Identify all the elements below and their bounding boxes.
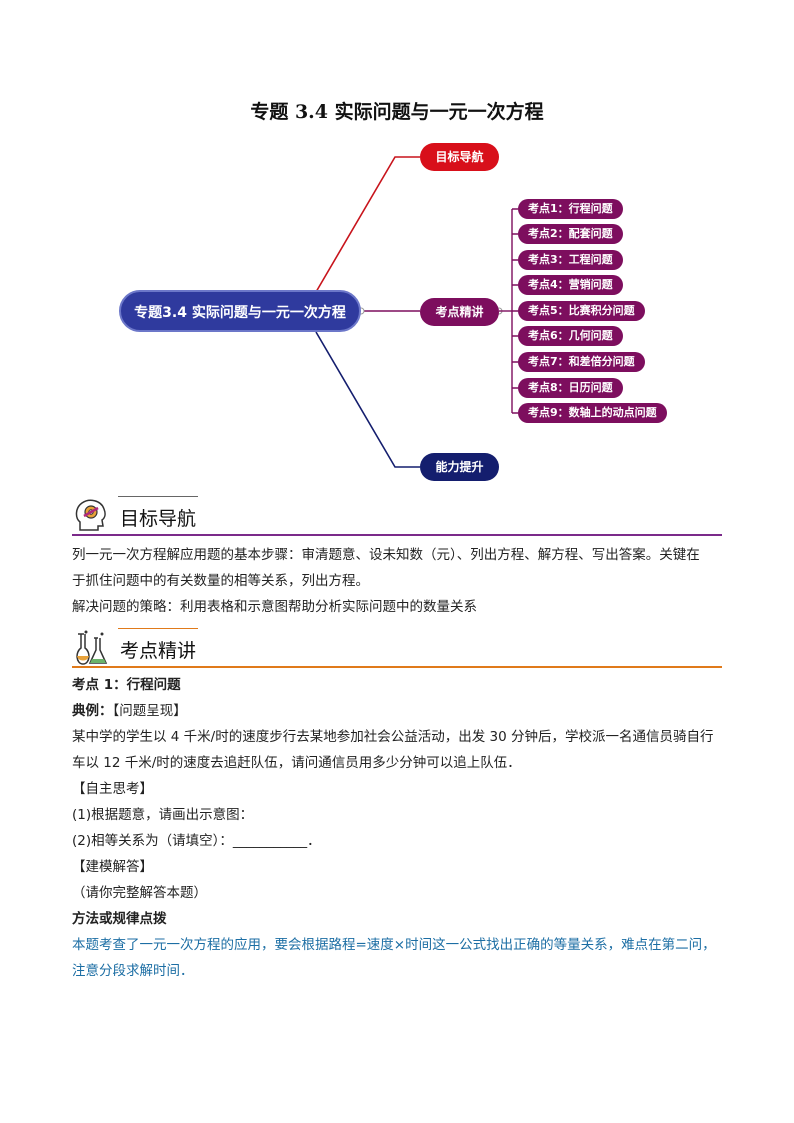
mindmap-branch-goal: 目标导航 — [420, 143, 499, 171]
model-note: （请你完整解答本题） — [72, 885, 207, 901]
mindmap-leaf: 考点1：行程问题 — [518, 199, 623, 219]
section-goal-header: 目标导航 — [72, 496, 722, 536]
goal-paragraph: 列一元一次方程解应用题的基本步骤：审清题意、设未知数（元）、列出方程、解方程、写… — [72, 542, 724, 620]
example-tag: 【问题呈现】 — [112, 703, 187, 719]
point-title: 考点 1：行程问题 — [72, 677, 181, 693]
section-points-header: 考点精讲 — [72, 628, 722, 668]
mindmap-leaf: 考点6：几何问题 — [518, 326, 623, 346]
goal-strategy-line: 解决问题的策略：利用表格和示意图帮助分析实际问题中的数量关系 — [72, 599, 477, 615]
problem-line: 车以 12 千米/时的速度去追赶队伍，请问通信员用多少分钟可以追上队伍． — [72, 755, 521, 771]
method-line: 本题考查了一元一次方程的应用，要会根据路程=速度×时间这一公式找出正确的等量关系… — [72, 937, 716, 953]
example-label: 典例： — [72, 703, 113, 719]
mindmap-branch-ability: 能力提升 — [420, 453, 499, 481]
mindmap-branch-points: 考点精讲 — [420, 298, 499, 326]
goal-text-line: 列一元一次方程解应用题的基本步骤：审清题意、设未知数（元）、列出方程、解方程、写… — [72, 547, 700, 563]
mindmap-root: 专题3.4 实际问题与一元一次方程 — [119, 290, 361, 332]
mindmap-leaf: 考点3：工程问题 — [518, 250, 623, 270]
head-gear-icon — [75, 499, 106, 531]
problem-line: 某中学的学生以 4 千米/时的速度步行去某地参加社会公益活动，出发 30 分钟后… — [72, 729, 714, 745]
mindmap-connectors — [315, 156, 518, 468]
mindmap-leaf: 考点7：和差倍分问题 — [518, 352, 645, 372]
think-tag: 【自主思考】 — [72, 781, 153, 797]
model-tag: 【建模解答】 — [72, 859, 153, 875]
points-content: 考点 1：行程问题 典例：【问题呈现】 某中学的学生以 4 千米/时的速度步行去… — [72, 672, 724, 984]
mindmap-leaf: 考点4：营销问题 — [518, 275, 623, 295]
question-1: (1)根据题意，请画出示意图： — [72, 807, 254, 823]
question-2: (2)相等关系为（请填空）：___________． — [72, 833, 321, 849]
example-line: 典例：【问题呈现】 — [72, 698, 724, 724]
section-points-title: 考点精讲 — [120, 640, 197, 662]
mindmap-leaf: 考点8：日历问题 — [518, 378, 623, 398]
mindmap-leaf: 考点5：比赛积分问题 — [518, 301, 645, 321]
page-title: 专题 3.4 实际问题与一元一次方程 — [250, 101, 544, 123]
flask-icon — [76, 630, 108, 665]
method-title: 方法或规律点拨 — [72, 911, 167, 927]
section-goal-title: 目标导航 — [120, 508, 197, 530]
goal-text-line: 于抓住问题中的有关数量的相等关系，列出方程。 — [72, 573, 369, 589]
mindmap-leaf: 考点2：配套问题 — [518, 224, 623, 244]
mindmap-leaf: 考点9：数轴上的动点问题 — [518, 403, 667, 423]
method-line: 注意分段求解时间． — [72, 963, 194, 979]
